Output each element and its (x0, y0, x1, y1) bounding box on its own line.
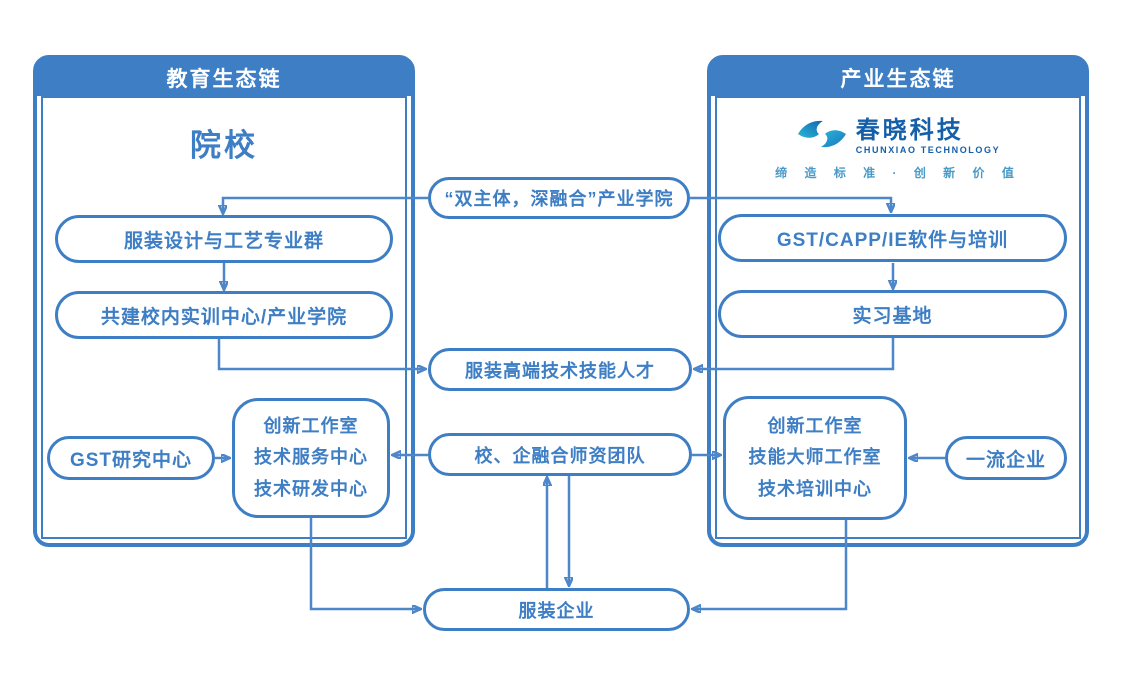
company-logo-name-en: CHUNXIAO TECHNOLOGY (855, 145, 1001, 156)
node-apparel-design-program-group: 服装设计与工艺专业群 (55, 215, 393, 263)
industry-chain-body (715, 96, 1081, 539)
node-apparel-enterprises: 服装企业 (423, 588, 690, 631)
company-logo: 春晓科技 CHUNXIAO TECHNOLOGY 缔 造 标 准 · 创 新 价… (711, 117, 1085, 181)
education-chain-body (41, 96, 407, 539)
industry-centers-line1: 创新工作室 (767, 415, 863, 436)
node-industry-college: “双主体，深融合”产业学院 (428, 177, 690, 219)
education-chain-header: 教育生态链 (37, 59, 411, 96)
node-education-centers: 创新工作室 技术服务中心 技术研发中心 (232, 398, 390, 518)
college-title: 院校 (190, 128, 258, 163)
education-centers-line1: 创新工作室 (263, 415, 359, 436)
company-logo-icon (796, 117, 848, 156)
industry-chain-header: 产业生态链 (711, 59, 1085, 96)
node-internship-base: 实习基地 (718, 290, 1067, 338)
industry-centers-line3: 技术培训中心 (758, 478, 872, 499)
industry-chain-header-label: 产业生态链 (840, 67, 956, 91)
company-logo-name: 春晓科技 (855, 116, 964, 144)
company-logo-tagline: 缔 造 标 准 · 创 新 价 值 (775, 166, 1021, 180)
node-campus-training-center: 共建校内实训中心/产业学院 (55, 291, 393, 339)
industry-centers-line2: 技能大师工作室 (748, 447, 882, 468)
node-school-enterprise-faculty-team: 校、企融合师资团队 (428, 433, 692, 476)
node-gst-research-center: GST研究中心 (47, 436, 215, 480)
node-highend-talent: 服装高端技术技能人才 (428, 348, 692, 391)
node-gst-capp-ie-software-training: GST/CAPP/IE软件与培训 (718, 214, 1067, 262)
node-industry-centers: 创新工作室 技能大师工作室 技术培训中心 (723, 396, 907, 520)
education-centers-line2: 技术服务中心 (254, 447, 368, 468)
education-chain-header-label: 教育生态链 (166, 67, 282, 91)
node-first-class-enterprises: 一流企业 (945, 436, 1067, 480)
education-centers-line3: 技术研发中心 (254, 478, 368, 499)
